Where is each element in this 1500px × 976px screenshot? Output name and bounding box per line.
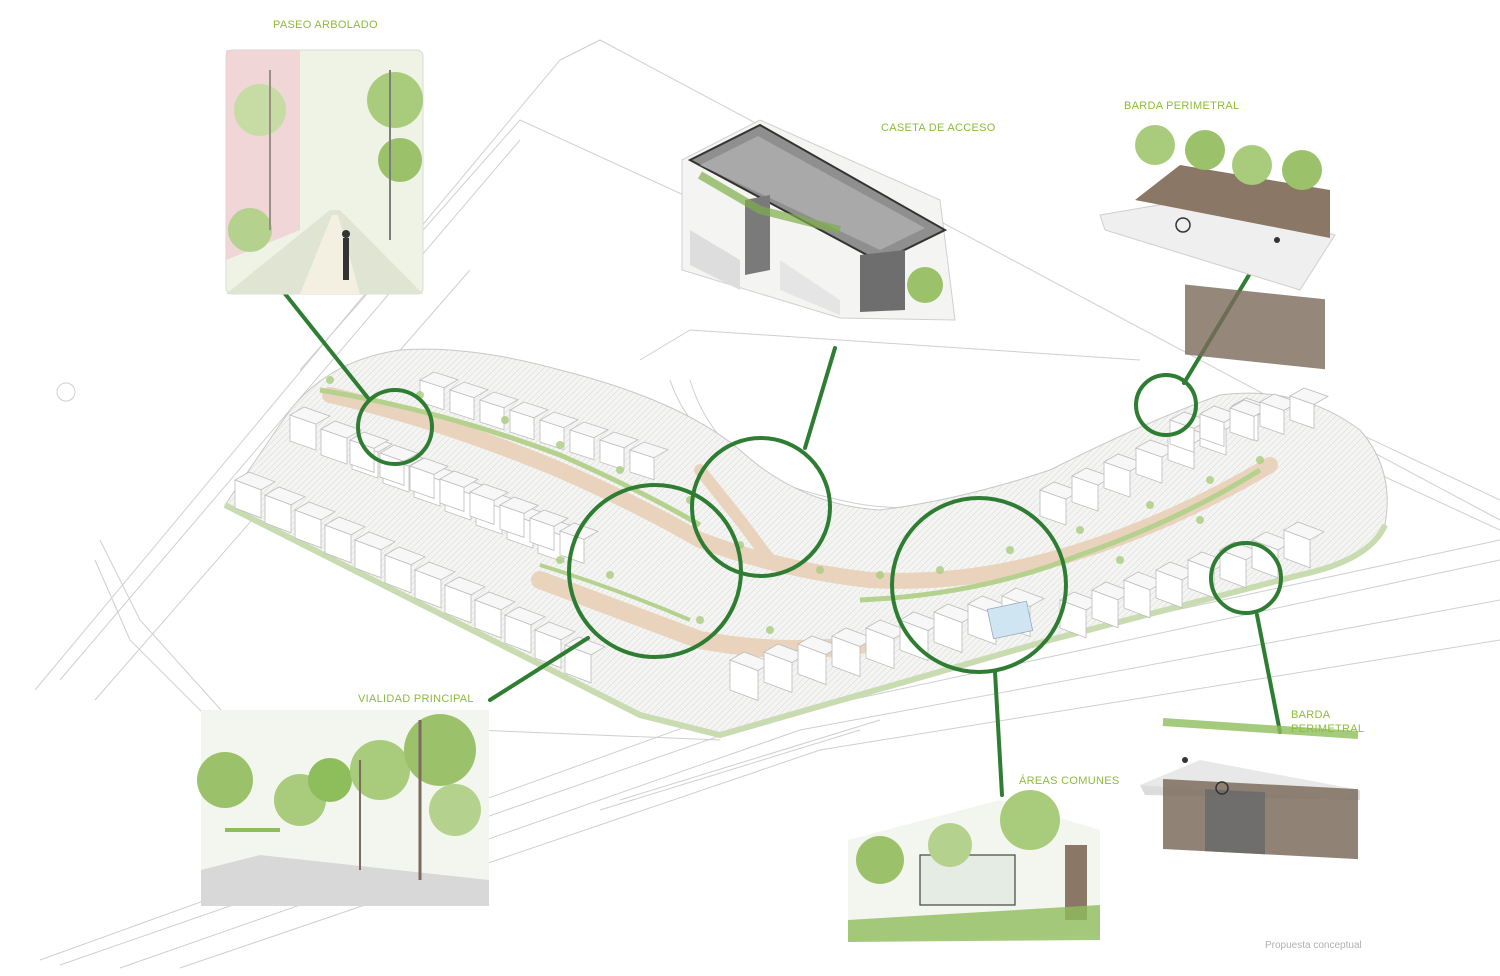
label-vialidad-principal: VIALIDAD PRINCIPAL (358, 693, 474, 705)
tree (876, 571, 884, 579)
callout-ring-vialidad (567, 483, 743, 659)
callout-ring-paseo (356, 388, 434, 466)
tree (1116, 556, 1124, 564)
tree (1076, 526, 1084, 534)
house-roof (474, 591, 516, 611)
tree (936, 566, 944, 574)
tree (326, 376, 334, 384)
sketch-barda-perimetral-bottom (1140, 718, 1360, 860)
footer-note: Propuesta conceptual (1265, 940, 1362, 951)
label-areas-comunes: ÁREAS COMUNES (1019, 775, 1120, 787)
house-roof (564, 636, 606, 656)
label-paseo-arbolado: PASEO ARBOLADO (273, 19, 378, 31)
house-roof (629, 441, 669, 459)
house-roof (469, 483, 509, 501)
sketch-paseo-arbolado (225, 49, 424, 295)
tree (696, 616, 704, 624)
tree (556, 441, 564, 449)
tree (766, 626, 774, 634)
house-roof (449, 381, 489, 399)
tree (606, 571, 614, 579)
house-roof (234, 471, 276, 491)
tree (1256, 456, 1264, 464)
callout-ring-barda-top (1134, 373, 1198, 437)
house-roof (419, 371, 459, 389)
label-caseta-acceso: CASETA DE ACCESO (881, 122, 996, 134)
tree (1006, 546, 1014, 554)
sketch-caseta-acceso (681, 119, 956, 321)
house-roof (409, 457, 449, 475)
house-roof (1283, 521, 1325, 541)
tree (1196, 516, 1204, 524)
house-roof (534, 621, 576, 641)
house-roof (499, 496, 539, 514)
house-roof (294, 501, 336, 521)
house-roof (529, 509, 569, 527)
house-roof (324, 516, 366, 536)
house-roof (264, 486, 306, 506)
house-roof (479, 391, 519, 409)
house-roof (439, 470, 479, 488)
house-roof (414, 561, 456, 581)
house-roof (1289, 387, 1329, 405)
house-roof (599, 431, 639, 449)
house-roof (384, 546, 426, 566)
house-roof (504, 606, 546, 626)
housing-blocks (234, 371, 1329, 702)
sketch-vialidad-principal (197, 710, 489, 906)
tree (1206, 476, 1214, 484)
common-area-pool (986, 600, 1034, 640)
house-roof (289, 406, 331, 425)
label-barda-perimetral-top: BARDA PERIMETRAL (1124, 100, 1240, 112)
tree (816, 566, 824, 574)
tree (616, 466, 624, 474)
label-barda-perimetral-bottom-1: BARDA (1291, 709, 1331, 721)
house-roof (539, 411, 579, 429)
callout-ring-areas (890, 496, 1068, 674)
house-roof (509, 401, 549, 419)
callout-ring-barda-bottom (1209, 541, 1283, 615)
callout-ring-caseta (690, 436, 832, 578)
sketch-barda-perimetral-top (1099, 125, 1336, 370)
house-roof (320, 420, 362, 439)
tree (1146, 501, 1154, 509)
house-roof (569, 421, 609, 439)
sketch-areas-comunes (848, 790, 1100, 942)
label-barda-perimetral-bottom-2: PERIMETRAL (1291, 723, 1365, 735)
tree (556, 556, 564, 564)
tree (501, 416, 509, 424)
house-roof (444, 576, 486, 596)
house-roof (354, 531, 396, 551)
